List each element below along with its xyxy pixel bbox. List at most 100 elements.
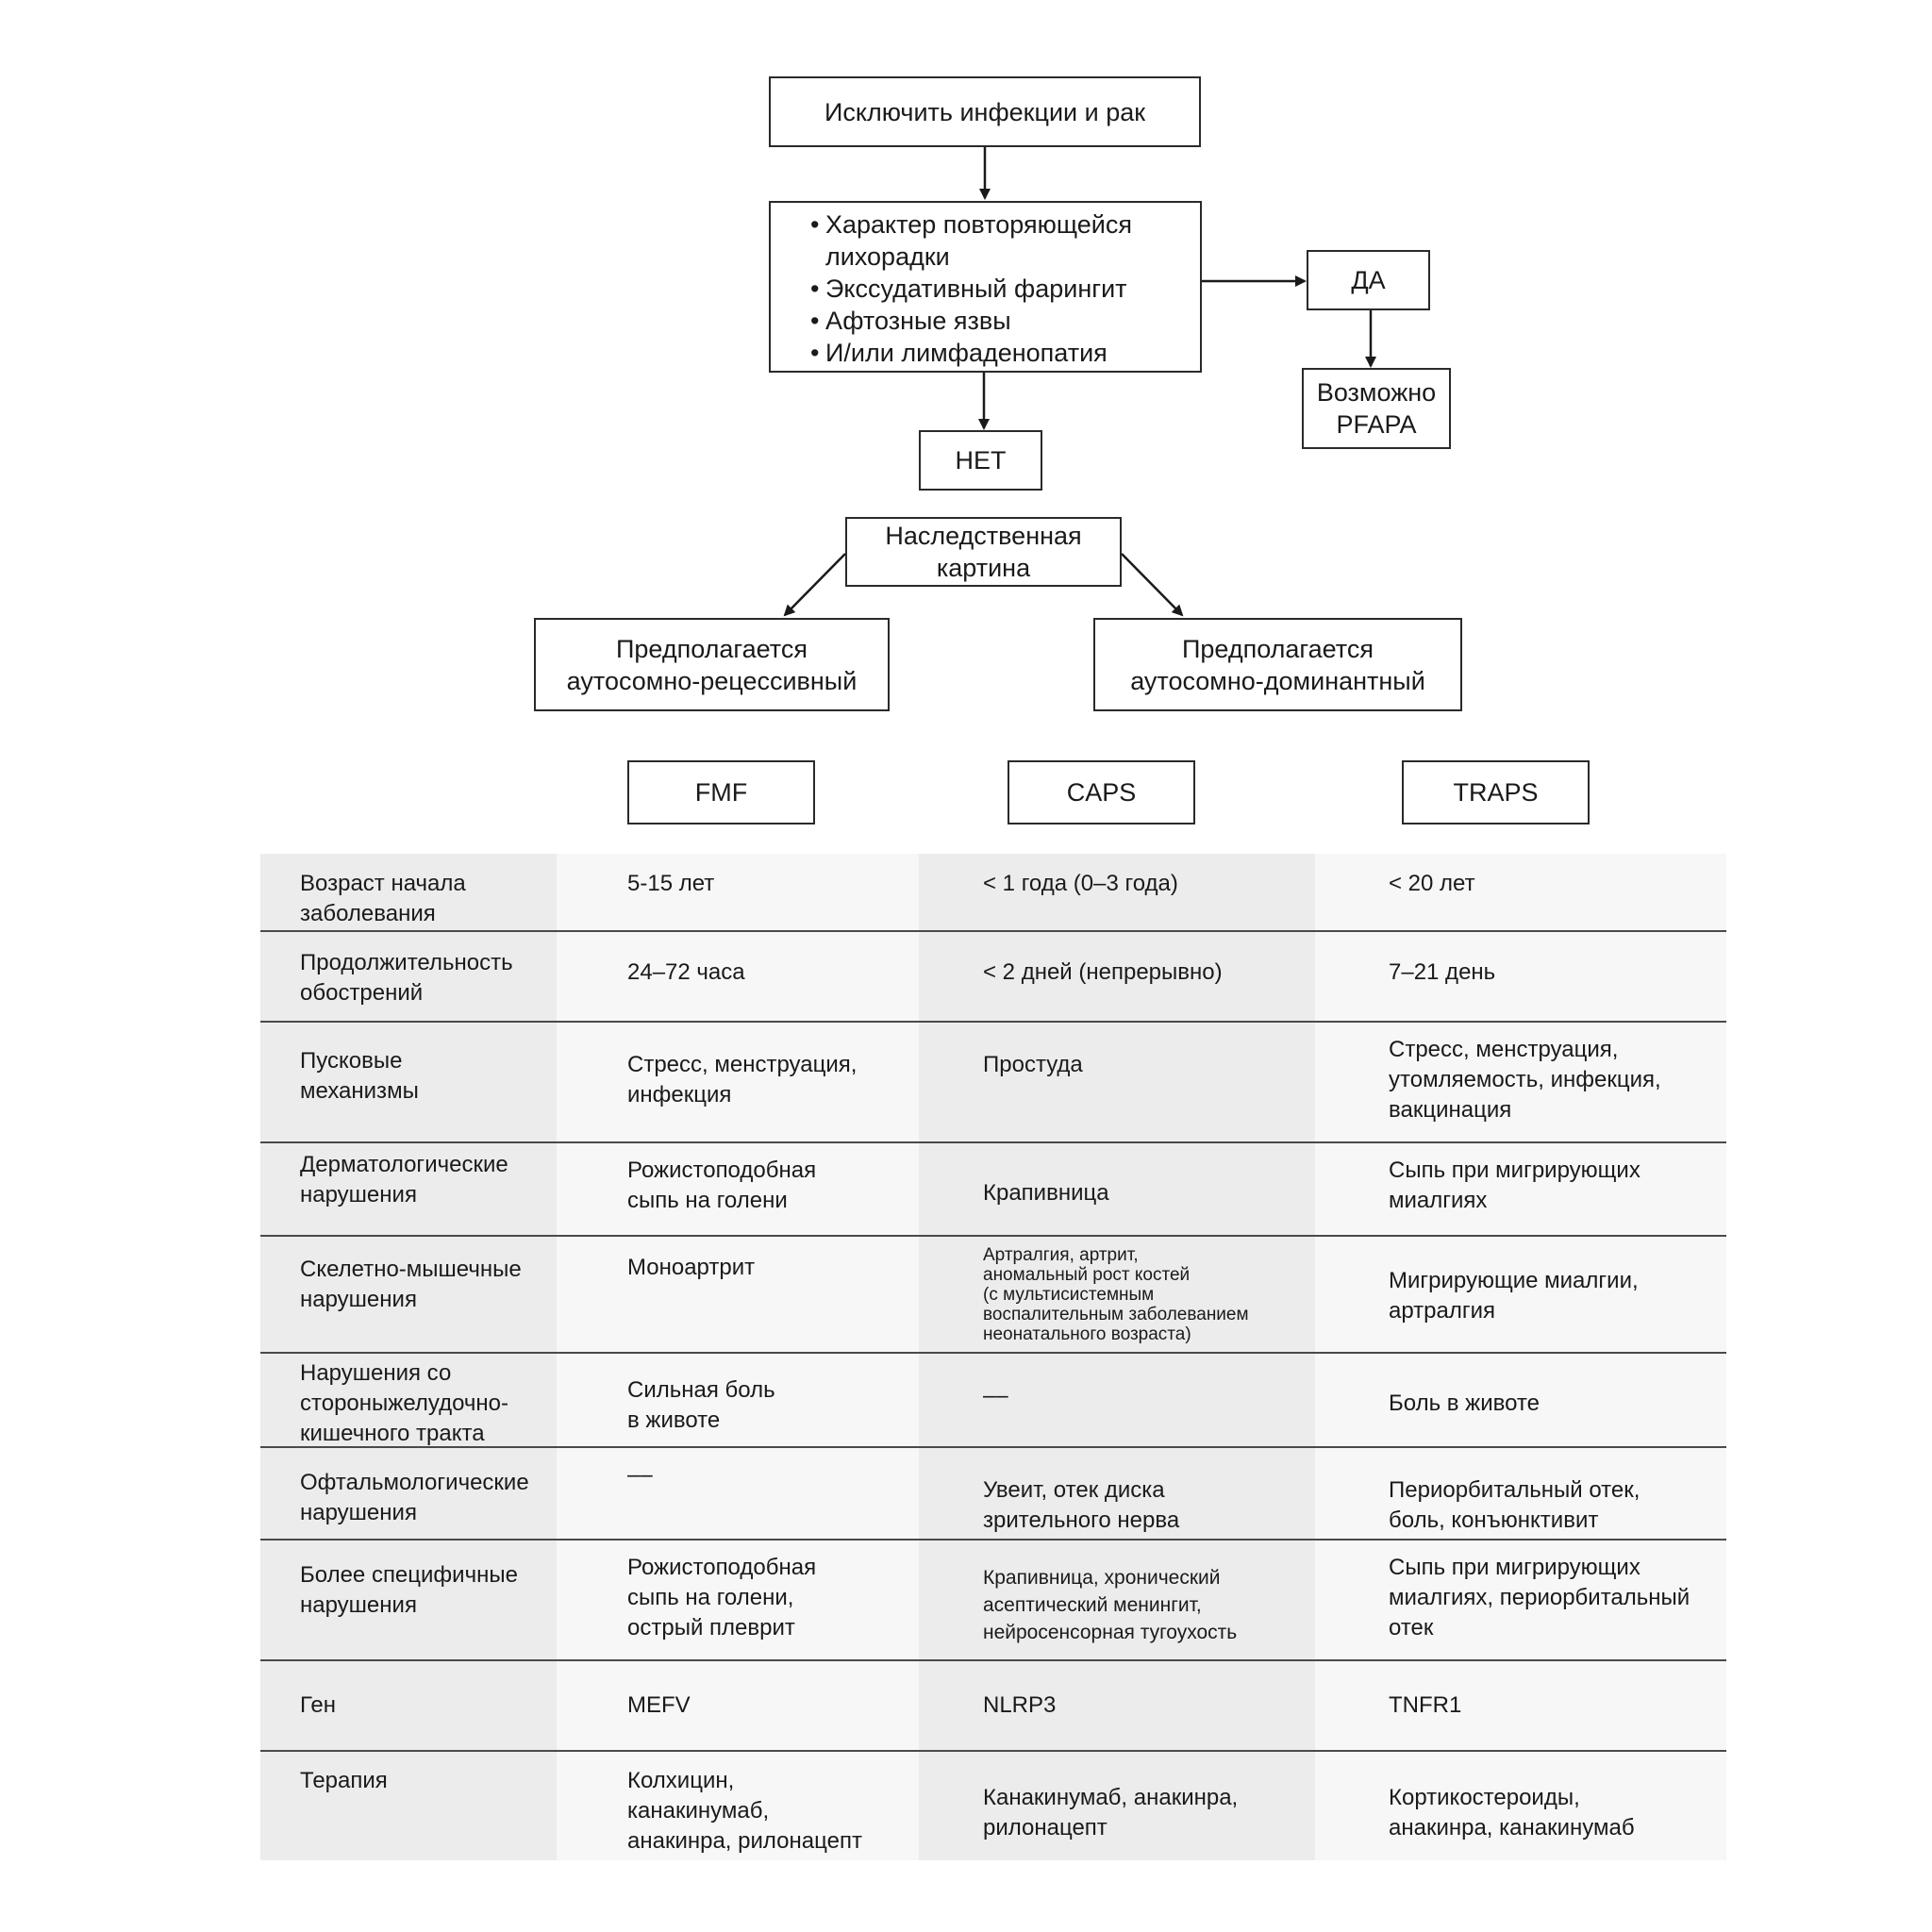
cell-line: Крапивница, хронический	[983, 1567, 1221, 1589]
node-no-text: НЕТ	[955, 446, 1007, 475]
node-exclude-infection-cancer: Исключить инфекции и рак	[769, 76, 1201, 147]
cell-caps: Простуда	[983, 1050, 1083, 1080]
cell-line: воспалительным заболеванием	[983, 1305, 1249, 1324]
cell-line: Канакинумаб, анакинра,	[983, 1785, 1239, 1810]
cell-line: кишечного тракта	[300, 1421, 485, 1446]
cell-traps: < 20 лет	[1389, 869, 1475, 899]
header-traps: TRAPS	[1402, 760, 1590, 824]
cell-line: артралгия	[1389, 1298, 1496, 1324]
cell-caps: ––	[983, 1381, 1008, 1411]
cell-line: Возраст начала	[300, 871, 466, 896]
arrow-hereditary-to-dominant	[1121, 553, 1184, 617]
cell-line: Ген	[300, 1692, 336, 1718]
table-row-divider	[260, 930, 1726, 932]
cell-fmf: MEFV	[627, 1690, 691, 1721]
cell-line: 5-15 лет	[627, 871, 715, 896]
hereditary-line1: Наследственная	[885, 522, 1082, 550]
node-exclude-text: Исключить инфекции и рак	[824, 97, 1146, 126]
cell-fmf: Колхицин,канакинумаб,анакинра, рилонацеп…	[627, 1766, 862, 1857]
cell-line: Скелетно-мышечные	[300, 1257, 522, 1282]
cell-line: Рожистоподобная	[627, 1555, 817, 1580]
cell-line: в животе	[627, 1407, 721, 1433]
cell-line: нарушения	[300, 1287, 417, 1312]
table-row: Терапия Колхицин,канакинумаб,анакинра, ри…	[260, 1751, 1726, 1860]
cell-line: Стресс, менструация,	[627, 1052, 858, 1077]
cell-line: утомляемость, инфекция,	[1389, 1067, 1661, 1092]
cell-line: нейросенсорная тугоухость	[983, 1622, 1238, 1643]
row-label: Терапия	[300, 1766, 388, 1796]
table-row-divider	[260, 1352, 1726, 1354]
cell-line: сыпь на голени,	[627, 1585, 794, 1610]
cell-line: Кортикостероиды,	[1389, 1785, 1580, 1810]
cell-caps: Крапивница	[983, 1178, 1109, 1208]
cell-caps: NLRP3	[983, 1690, 1056, 1721]
cell-line: неонатального возраста)	[983, 1324, 1191, 1344]
cell-line: заболевания	[300, 901, 436, 926]
node-yes: ДА	[1307, 250, 1430, 310]
cell-traps: TNFR1	[1389, 1690, 1461, 1721]
cell-line: Офтальмологические	[300, 1470, 529, 1495]
header-caps-text: CAPS	[1066, 778, 1137, 807]
cell-line: ––	[627, 1462, 653, 1488]
cell-line: анакинра, канакинумаб	[1389, 1815, 1635, 1840]
node-autosomal-dominant: Предполагается аутосомно-доминантный	[1093, 618, 1462, 711]
cell-traps: Стресс, менструация,утомляемость, инфекц…	[1389, 1035, 1661, 1125]
cell-line: Нарушения со	[300, 1360, 452, 1386]
criteria-item: Экссудативный фарингит	[810, 273, 1132, 305]
cell-line: Моноартрит	[627, 1255, 756, 1280]
cell-line: анакинра, рилонацепт	[627, 1828, 862, 1854]
table-row-divider	[260, 1446, 1726, 1448]
cell-line: TNFR1	[1389, 1692, 1462, 1718]
table-row: Нарушения со стороныжелудочно-кишечного т…	[260, 1353, 1726, 1447]
arrow-hereditary-to-recessive	[783, 553, 846, 617]
cell-line: Терапия	[300, 1768, 388, 1793]
table-row-divider	[260, 1141, 1726, 1143]
criteria-item: Афтозные язвы	[810, 305, 1132, 337]
cell-line: Более специфичные	[300, 1562, 518, 1588]
cell-traps: 7–21 день	[1389, 958, 1495, 988]
cell-line: Простуда	[983, 1052, 1083, 1077]
dominant-line1: Предполагается	[1182, 634, 1374, 663]
cell-line: вакцинация	[1389, 1097, 1512, 1123]
recessive-line1: Предполагается	[616, 634, 808, 663]
cell-line: боль, конъюнктивит	[1389, 1507, 1599, 1533]
row-label: Возраст начала заболевания	[300, 869, 466, 929]
cell-line: нарушения	[300, 1182, 417, 1208]
cell-line: инфекция	[627, 1082, 732, 1108]
table-row-divider	[260, 1235, 1726, 1237]
cell-traps: Периорбитальный отек, боль, конъюнктивит	[1389, 1475, 1640, 1536]
cell-line: NLRP3	[983, 1692, 1057, 1718]
cell-line: острый плеврит	[627, 1615, 795, 1641]
table-row-divider	[260, 1659, 1726, 1661]
cell-line: Мигрирующие миалгии,	[1389, 1268, 1639, 1293]
cell-fmf: Стресс, менструация, инфекция	[627, 1050, 857, 1110]
recessive-line2: аутосомно-рецессивный	[566, 666, 858, 695]
cell-line: стороныжелудочно-	[300, 1391, 509, 1416]
cell-line: обострений	[300, 980, 424, 1006]
cell-caps: < 2 дней (непрерывно)	[983, 958, 1223, 988]
cell-line: Увеит, отек диска	[983, 1477, 1165, 1503]
pfapa-line2: PFAPA	[1336, 410, 1417, 439]
cell-line: ––	[983, 1383, 1008, 1408]
cell-fmf: Моноартрит	[627, 1253, 755, 1283]
cell-line: Крапивница	[983, 1180, 1109, 1206]
header-caps: CAPS	[1008, 760, 1195, 824]
cell-line: Периорбитальный отек,	[1389, 1477, 1641, 1503]
cell-line: канакинумаб,	[627, 1798, 770, 1824]
node-autosomal-recessive: Предполагается аутосомно-рецессивный	[534, 618, 890, 711]
